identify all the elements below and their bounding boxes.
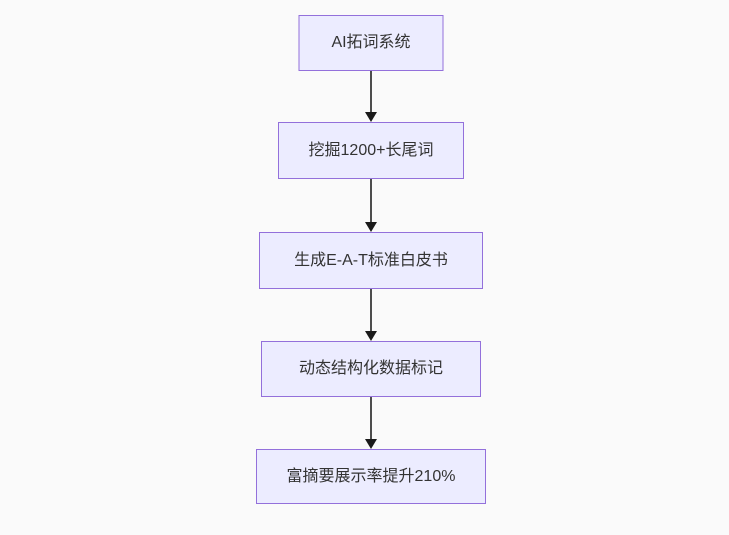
arrow-down-icon	[365, 179, 377, 232]
arrowhead-icon	[365, 222, 377, 232]
arrow-down-icon	[365, 397, 377, 449]
arrow-line	[370, 71, 372, 112]
flowchart-node-ai-system: AI拓词系统	[298, 15, 444, 71]
node-label: 生成E-A-T标准白皮书	[294, 251, 448, 269]
arrowhead-icon	[365, 331, 377, 341]
arrow-down-icon	[365, 289, 377, 341]
arrow-down-icon	[365, 71, 377, 122]
node-label: 动态结构化数据标记	[298, 360, 443, 378]
flowchart-node-structured-data: 动态结构化数据标记	[261, 341, 481, 397]
flowchart-node-eat-whitepaper: 生成E-A-T标准白皮书	[259, 232, 483, 289]
node-label: AI拓词系统	[331, 34, 411, 52]
arrow-line	[370, 289, 372, 331]
flowchart-node-rich-snippet-rate: 富摘要展示率提升210%	[256, 449, 486, 504]
arrowhead-icon	[365, 112, 377, 122]
node-label: 富摘要展示率提升210%	[286, 467, 456, 485]
node-label: 挖掘1200+长尾词	[308, 141, 434, 159]
arrow-line	[370, 179, 372, 222]
flowchart-node-longtail-mining: 挖掘1200+长尾词	[278, 122, 464, 179]
arrow-line	[370, 397, 372, 439]
arrowhead-icon	[365, 439, 377, 449]
